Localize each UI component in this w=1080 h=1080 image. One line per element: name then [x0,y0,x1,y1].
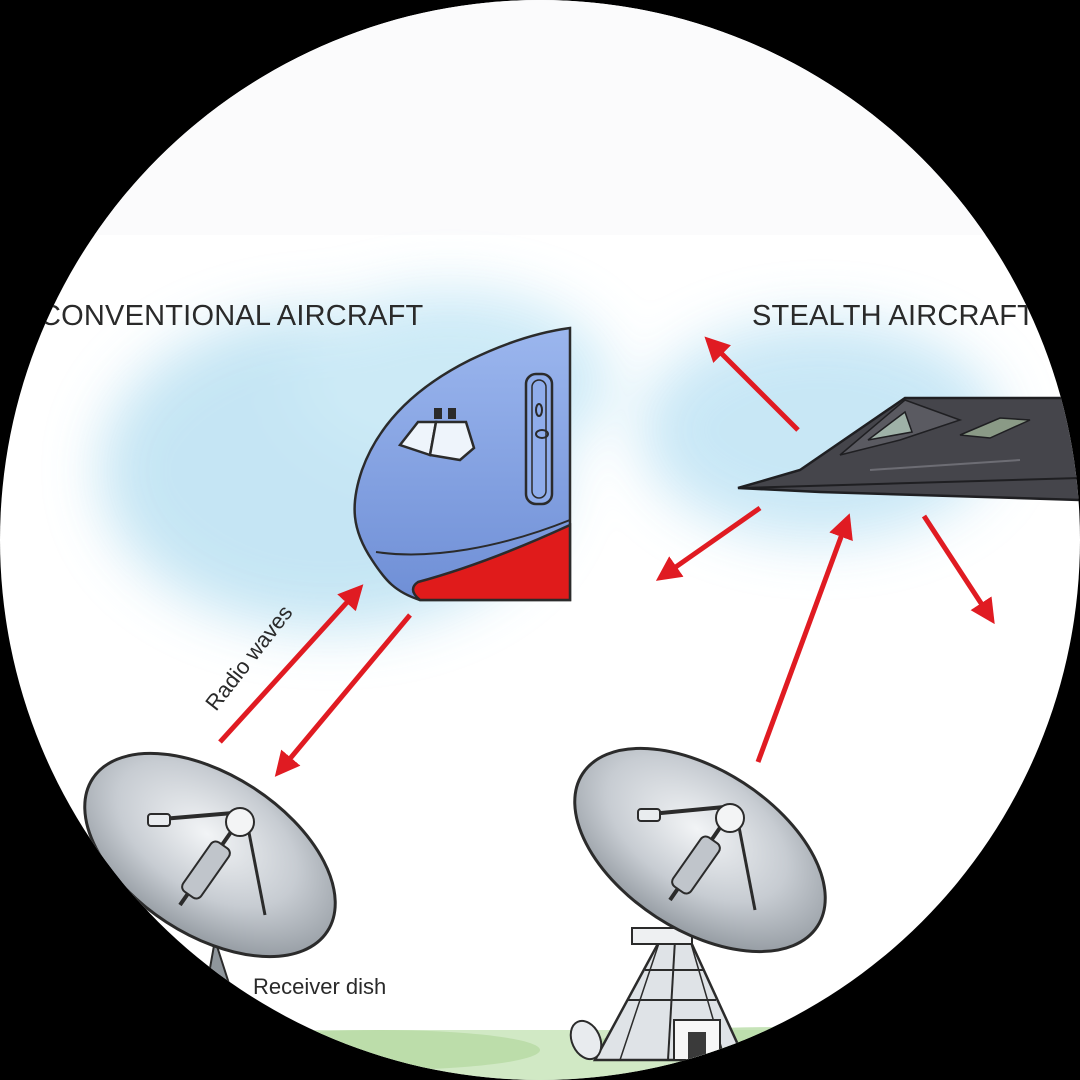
stealth-aircraft-label: STEALTH AIRCRAFT [752,300,1035,332]
receiver-dish-label: Receiver dish [253,974,386,999]
conventional-aircraft-icon [353,326,572,602]
arrow-dish-to-plane [218,584,364,744]
arrow-plane-to-dish [274,613,412,777]
arrow-dish-to-stealth [755,513,853,763]
stealth-aircraft-icon [737,396,1080,502]
arrow-deflect-up-left [704,336,800,432]
arrow-deflect-down-right [921,514,995,625]
arrow-deflect-down-left [655,505,762,581]
conventional-aircraft-label: CONVENTIONAL AIRCRAFT [40,300,423,332]
radio-wave-arrows [218,336,995,777]
radar-tower-icon [569,746,827,1062]
